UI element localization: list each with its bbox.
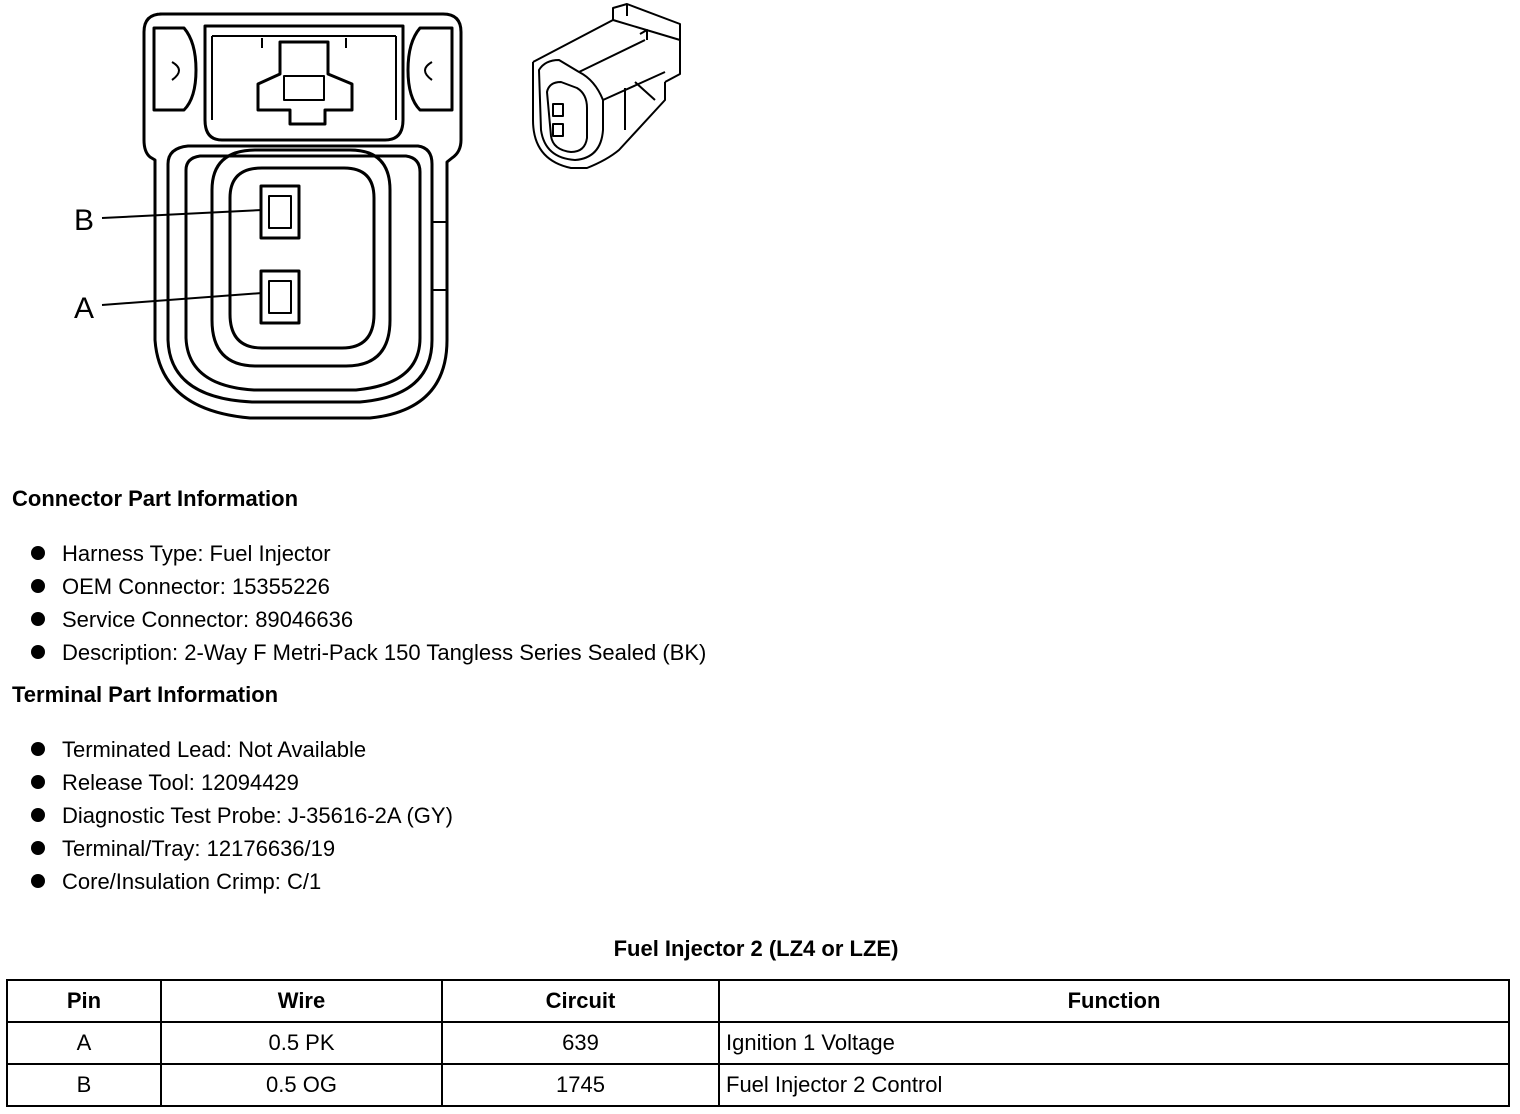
list-item: Release Tool: 12094429 bbox=[12, 766, 453, 799]
cell-wire: 0.5 OG bbox=[160, 1063, 443, 1107]
cell-pin: B bbox=[6, 1063, 162, 1107]
pin-label-a: A bbox=[74, 292, 94, 325]
terminal-part-heading: Terminal Part Information bbox=[12, 682, 279, 707]
cell-pin: A bbox=[6, 1021, 162, 1065]
connector-part-heading: Connector Part Information bbox=[12, 486, 299, 511]
column-header-function: Function bbox=[718, 979, 1510, 1023]
list-item: Core/Insulation Crimp: C/1 bbox=[12, 865, 453, 898]
bullet-icon bbox=[31, 775, 45, 789]
table-row: A 0.5 PK 639 Ignition 1 Voltage bbox=[6, 1021, 1510, 1065]
table-caption: Fuel Injector 2 (LZ4 or LZE) bbox=[613, 936, 899, 961]
cell-circuit: 639 bbox=[441, 1021, 720, 1065]
connector-part-list: Harness Type: Fuel Injector OEM Connecto… bbox=[12, 537, 706, 669]
column-header-circuit: Circuit bbox=[441, 979, 720, 1023]
list-item: Description: 2-Way F Metri-Pack 150 Tang… bbox=[12, 636, 706, 669]
list-item: Terminal/Tray: 12176636/19 bbox=[12, 832, 453, 865]
connector-face-diagram: B A bbox=[74, 12, 463, 420]
pin-label-b: B bbox=[74, 204, 94, 237]
list-item: Terminated Lead: Not Available bbox=[12, 733, 453, 766]
bullet-icon bbox=[31, 546, 45, 560]
bullet-icon bbox=[31, 742, 45, 756]
cell-function: Ignition 1 Voltage bbox=[718, 1021, 1510, 1065]
bullet-icon bbox=[31, 874, 45, 888]
bullet-icon bbox=[31, 808, 45, 822]
bullet-icon bbox=[31, 579, 45, 593]
list-item: Service Connector: 89046636 bbox=[12, 603, 706, 636]
pinout-table: Pin Wire Circuit Function A 0.5 PK 639 I… bbox=[6, 979, 1510, 1107]
cell-function: Fuel Injector 2 Control bbox=[718, 1063, 1510, 1107]
column-header-wire: Wire bbox=[160, 979, 443, 1023]
cell-circuit: 1745 bbox=[441, 1063, 720, 1107]
list-item: OEM Connector: 15355226 bbox=[12, 570, 706, 603]
terminal-part-list: Terminated Lead: Not Available Release T… bbox=[12, 733, 453, 898]
bullet-icon bbox=[31, 841, 45, 855]
list-item: Harness Type: Fuel Injector bbox=[12, 537, 706, 570]
bullet-icon bbox=[31, 612, 45, 626]
column-header-pin: Pin bbox=[6, 979, 162, 1023]
list-item: Diagnostic Test Probe: J-35616-2A (GY) bbox=[12, 799, 453, 832]
table-row: B 0.5 OG 1745 Fuel Injector 2 Control bbox=[6, 1063, 1510, 1107]
table-header-row: Pin Wire Circuit Function bbox=[6, 979, 1510, 1023]
bullet-icon bbox=[31, 645, 45, 659]
connector-iso-diagram bbox=[532, 3, 681, 169]
cell-wire: 0.5 PK bbox=[160, 1021, 443, 1065]
